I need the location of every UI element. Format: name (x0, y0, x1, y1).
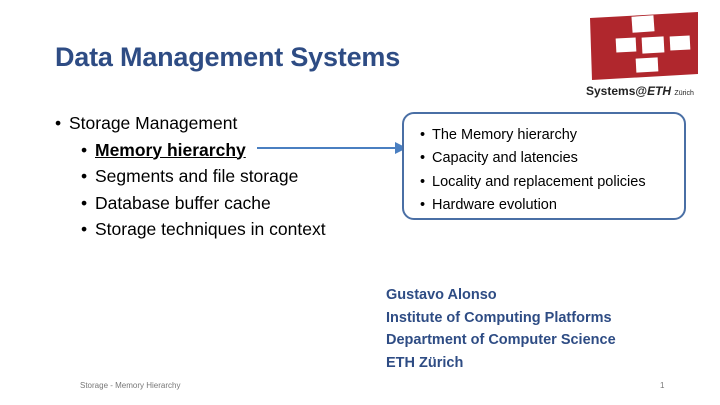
bullet-list: •Storage Management •Memory hierarchy •S… (55, 110, 326, 243)
author-institute: Institute of Computing Platforms (386, 309, 612, 326)
page-number: 1 (660, 381, 665, 390)
callout-item: •Hardware evolution (420, 196, 557, 213)
author-name: Gustavo Alonso (386, 287, 497, 303)
author-department: Department of Computer Science (386, 332, 616, 348)
author-block: Gustavo Alonso Institute of Computing Pl… (386, 284, 616, 374)
arrow-right-icon (257, 142, 407, 154)
footer-title: Storage - Memory Hierarchy (80, 381, 181, 390)
bullet-item: •Storage Management (55, 113, 238, 133)
bullet-item: •Segments and file storage (81, 166, 299, 186)
systems-eth-logo: Systems@ETH Zürich (586, 10, 702, 102)
logo-cross-icon (590, 12, 698, 80)
slide-title: Data Management Systems (55, 42, 401, 72)
callout-item: •The Memory hierarchy (420, 127, 578, 143)
author-university: ETH Zürich (386, 354, 464, 371)
callout-item: •Locality and replacement policies (420, 173, 646, 190)
bullet-item: •Storage techniques in context (81, 219, 326, 239)
bullet-item-highlighted: •Memory hierarchy (81, 139, 246, 160)
callout-box: •The Memory hierarchy •Capacity and late… (402, 112, 686, 220)
bullet-item: •Database buffer cache (81, 192, 271, 213)
callout-item: •Capacity and latencies (420, 150, 578, 167)
logo-text: Systems@ETH Zürich (586, 84, 694, 98)
